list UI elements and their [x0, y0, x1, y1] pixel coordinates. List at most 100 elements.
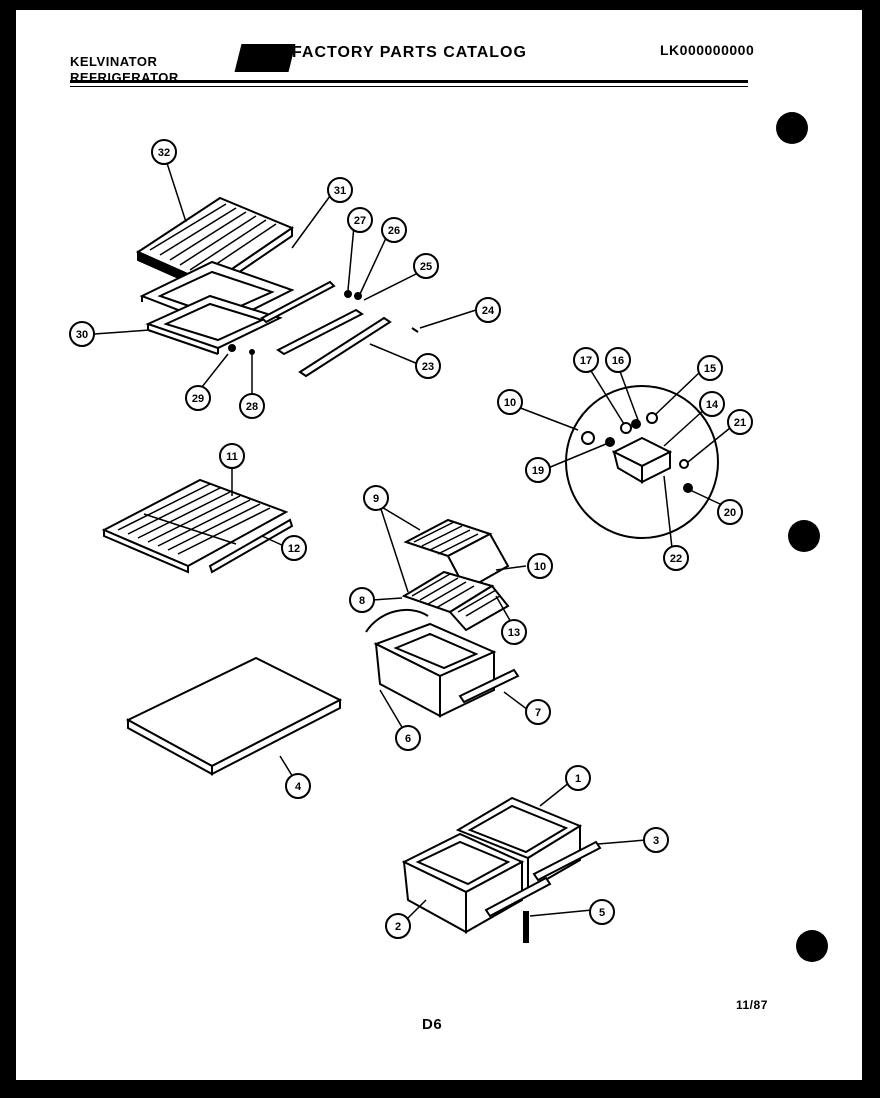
brand-name: KELVINATOR — [70, 54, 158, 69]
callout-29: 29 — [185, 385, 211, 411]
product-type: REFRIGERATOR — [70, 70, 179, 85]
callout-number: 13 — [508, 627, 520, 639]
callout-27: 27 — [347, 207, 373, 233]
callout-number: 28 — [246, 401, 258, 413]
callout-number: 17 — [580, 355, 592, 367]
callout-13: 13 — [501, 619, 527, 645]
callout-number: 27 — [354, 215, 366, 227]
callout-number: 32 — [158, 147, 170, 159]
glass-shelf — [125, 656, 343, 776]
date-code: 11/87 — [736, 998, 768, 1012]
callout-number: 4 — [295, 781, 302, 793]
shelf-rails — [228, 280, 419, 378]
callout-4: 4 — [285, 773, 311, 799]
callout-circle — [525, 457, 551, 483]
detail-circle — [565, 385, 719, 539]
callout-2: 2 — [385, 913, 411, 939]
callout-number: 24 — [482, 305, 495, 317]
wire-shelf — [101, 478, 294, 574]
callout-30: 30 — [69, 321, 95, 347]
callout-circle — [219, 443, 245, 469]
callout-number: 10 — [534, 561, 546, 573]
callout-circle — [565, 765, 591, 791]
callout-circle — [475, 297, 501, 323]
callout-21: 21 — [727, 409, 753, 435]
catalog-title: FACTORY PARTS CATALOG — [292, 44, 527, 61]
callout-22: 22 — [663, 545, 689, 571]
crisper-drawer — [365, 608, 520, 718]
callout-number: 3 — [653, 835, 659, 847]
callout-number: 20 — [724, 507, 736, 519]
callout-number: 16 — [612, 355, 624, 367]
callout-circle — [527, 553, 553, 579]
callout-20: 20 — [717, 499, 743, 525]
callout-circle — [363, 485, 389, 511]
callout-circle — [573, 347, 599, 373]
callout-5: 5 — [589, 899, 615, 925]
callout-6: 6 — [395, 725, 421, 751]
callout-number: 8 — [359, 595, 365, 607]
callout-number: 14 — [706, 399, 719, 411]
callout-number: 12 — [288, 543, 300, 555]
callout-25: 25 — [413, 253, 439, 279]
header-rule — [70, 80, 748, 83]
callout-number: 30 — [76, 329, 88, 341]
callout-number: 1 — [575, 773, 581, 785]
callout-number: 29 — [192, 393, 204, 405]
callout-3: 3 — [643, 827, 669, 853]
callout-circle — [415, 353, 441, 379]
callout-number: 7 — [535, 707, 541, 719]
catalog-number: LK000000000 — [660, 42, 755, 58]
callout-12: 12 — [281, 535, 307, 561]
callout-circle — [643, 827, 669, 853]
callout-circle — [239, 393, 265, 419]
callout-circle — [381, 217, 407, 243]
callout-circle — [395, 725, 421, 751]
callout-number: 19 — [532, 465, 544, 477]
callout-circle — [281, 535, 307, 561]
callout-circle — [663, 545, 689, 571]
callout-circle — [525, 699, 551, 725]
callout-circle — [69, 321, 95, 347]
callout-17: 17 — [573, 347, 599, 373]
callout-14: 14 — [699, 391, 725, 417]
brand-logo — [234, 44, 296, 72]
callout-number: 6 — [405, 733, 411, 745]
leader-lines — [93, 159, 731, 923]
callout-circle — [697, 355, 723, 381]
callout-circle — [717, 499, 743, 525]
callout-26: 26 — [381, 217, 407, 243]
callout-number: 5 — [599, 907, 605, 919]
callout-32: 32 — [151, 139, 177, 165]
callout-circle — [497, 389, 523, 415]
page-code: D6 — [422, 1016, 443, 1033]
callout-number: 22 — [670, 553, 682, 565]
callout-number: 9 — [373, 493, 379, 505]
callout-number: 10 — [504, 397, 516, 409]
callout-19: 19 — [525, 457, 551, 483]
callout-24: 24 — [475, 297, 501, 323]
callout-circle — [185, 385, 211, 411]
callout-circle — [699, 391, 725, 417]
callout-circle — [347, 207, 373, 233]
callout-circle — [151, 139, 177, 165]
punch-hole-top — [776, 112, 808, 144]
callout-8: 8 — [349, 587, 375, 613]
callout-number: 21 — [734, 417, 746, 429]
shelf-assembly-top — [135, 196, 295, 355]
callout-circle — [605, 347, 631, 373]
callout-28: 28 — [239, 393, 265, 419]
pan-assembly — [401, 796, 602, 943]
callout-circle — [727, 409, 753, 435]
callout-number: 23 — [422, 361, 434, 373]
callout-number: 31 — [334, 185, 346, 197]
callout-7: 7 — [525, 699, 551, 725]
callout-circle — [413, 253, 439, 279]
callout-1: 1 — [565, 765, 591, 791]
callout-number: 26 — [388, 225, 400, 237]
callout-31: 31 — [327, 177, 353, 203]
punch-hole-middle — [788, 520, 820, 552]
callout-9: 9 — [363, 485, 389, 511]
